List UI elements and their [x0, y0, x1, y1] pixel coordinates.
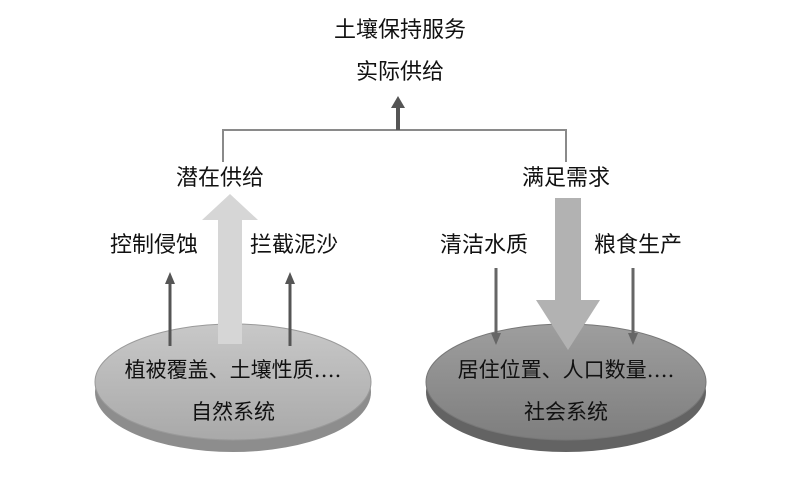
actual-supply-arrow	[391, 96, 405, 130]
natural-system-disk	[94, 323, 372, 452]
food-production-label: 粮食生产	[594, 233, 683, 258]
sediment-interception-label: 拦截泥沙	[250, 233, 339, 258]
sediment-interception-arrow	[285, 272, 295, 346]
clean-water-arrow	[491, 268, 501, 345]
erosion-control-label: 控制侵蚀	[110, 233, 199, 258]
social-system-disk	[425, 323, 707, 452]
clean-water-label: 清洁水质	[440, 233, 529, 258]
natural-system-label: 自然系统	[191, 400, 275, 424]
actual-supply-label: 实际供给	[355, 60, 445, 85]
food-production-arrow	[628, 268, 638, 345]
erosion-control-arrow	[165, 272, 175, 346]
potential-supply-arrow	[202, 194, 258, 344]
soil-conservation-title: 土壤保持服务	[333, 18, 467, 43]
demand-arrow	[536, 198, 600, 350]
potential-supply-label: 潜在供给	[175, 166, 265, 191]
social-factors-label: 居住位置、人口数量….	[457, 358, 675, 382]
social-system-label: 社会系统	[524, 400, 608, 424]
supply-demand-connector	[222, 110, 567, 162]
natural-factors-label: 植被覆盖、土壤性质….	[124, 358, 342, 382]
meeting-demand-label: 满足需求	[521, 166, 611, 191]
